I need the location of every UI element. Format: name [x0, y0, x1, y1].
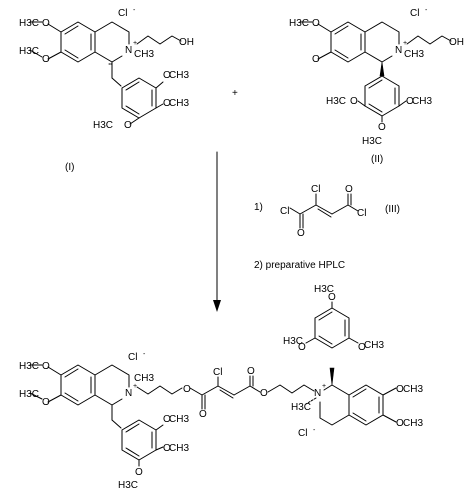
compound-I-number-label: (I): [65, 162, 74, 173]
product-oxygen-label: O: [396, 384, 404, 395]
product-methoxy-left-label: H3C: [291, 402, 311, 413]
product-nitrogen-label: N: [125, 388, 132, 399]
compound-II-oxygen-label: O: [312, 54, 320, 65]
compound-II-nitrogen-label: N: [395, 45, 402, 56]
product-n-methyl-label: CH3: [134, 373, 154, 384]
product-charge-label: +: [133, 383, 137, 390]
product-methoxy-right-label: CH3: [169, 443, 189, 454]
product-methoxy-left-label: H3C: [19, 389, 39, 400]
compound-II-hydroxyl-label: OH: [449, 37, 464, 48]
compound-II-methoxy-left-label: H3C: [326, 96, 346, 107]
product: H3C O O H3C N + CH3 O O Cl O O N + H3C O…: [19, 284, 423, 491]
product-counterion-charge-label: -: [313, 427, 316, 434]
compound-II-oxygen-label: O: [406, 96, 414, 107]
step1-number: 1): [254, 202, 263, 213]
product-methoxy-right-label: CH3: [403, 418, 423, 429]
compound-II-bonds: [299, 21, 452, 123]
product-counterion-label: Cl: [128, 352, 137, 363]
product-oxygen-label: O: [328, 292, 336, 303]
compound-I-methoxy-left-label: H3C: [19, 46, 39, 57]
product-methoxy-right-label: CH3: [403, 384, 423, 395]
product-oxygen-label: O: [135, 467, 143, 478]
compound-II-oxygen-label: O: [312, 18, 320, 29]
reaction-arrow: [213, 151, 221, 312]
step2-label: 2) preparative HPLC: [254, 260, 345, 271]
compound-I-hydroxyl-label: OH: [179, 37, 194, 48]
product-bonds: [29, 301, 397, 467]
product-nitrogen-label: N: [314, 388, 321, 399]
compound-II-methoxy-left-label: H3C: [289, 18, 309, 29]
product-oxygen-label: O: [163, 443, 171, 454]
compound-I-methoxy-left-label: H3C: [93, 120, 113, 131]
compound-II-counterion-label: Cl: [410, 8, 419, 19]
compound-I-oxygen-label: O: [42, 54, 50, 65]
compound-I-methoxy-left-label: H3C: [19, 18, 39, 29]
compound-II-n-methyl-label: CH3: [404, 49, 424, 60]
compound-I-bonds: [29, 21, 182, 125]
compound-II-methoxy-left-label: H3C: [362, 136, 382, 147]
product-oxygen-label: O: [358, 342, 366, 353]
product-counterion-charge-label: -: [143, 351, 146, 358]
product-charge-label: +: [322, 383, 326, 390]
product-counterion-label: Cl: [298, 428, 307, 439]
product-oxygen-label: O: [199, 409, 207, 420]
reagent-chlorine-label: Cl: [280, 206, 289, 217]
compound-I-oxygen-label: O: [42, 18, 50, 29]
compound-I-counterion-charge-label: -: [133, 7, 136, 14]
product-methoxy-left-label: H3C: [283, 336, 303, 347]
compound-II-oxygen-label: O: [350, 96, 358, 107]
product-methoxy-right-label: CH3: [169, 414, 189, 425]
product-oxygen-label: O: [42, 361, 50, 372]
product-methoxy-left-label: H3C: [118, 480, 138, 491]
compound-I-oxygen-label: O: [124, 120, 132, 131]
compound-II-charge-label: +: [403, 40, 407, 47]
product-chlorine-label: Cl: [213, 367, 222, 378]
product-oxygen-label: O: [298, 342, 306, 353]
product-oxygen-label: O: [396, 418, 404, 429]
reagent-oxygen-label: O: [297, 228, 305, 239]
compound-I-oxygen-label: O: [163, 70, 171, 81]
product-oxygen-label: O: [247, 366, 255, 377]
compound-I-methoxy-right-label: CH3: [169, 98, 189, 109]
compound-I-n-methyl-label: CH3: [134, 49, 154, 60]
reagent-chlorine-label: Cl: [357, 208, 366, 219]
product-oxygen-label: O: [183, 384, 191, 395]
compound-I-oxygen-label: O: [163, 98, 171, 109]
compound-II-number-label: (II): [371, 154, 383, 165]
reagent-oxygen-label: O: [345, 184, 353, 195]
reagent-III-number-label: (III): [385, 204, 400, 215]
compound-II: H3C O O N + CH3 OH H3C O O CH3 O H3C Cl …: [289, 7, 464, 165]
product-oxygen-label: O: [163, 414, 171, 425]
product-methoxy-left-label: H3C: [19, 361, 39, 372]
product-oxygen-label: O: [42, 397, 50, 408]
compound-II-counterion-charge-label: -: [425, 7, 428, 14]
reagent-III-bonds: [289, 193, 359, 229]
compound-II-oxygen-label: O: [378, 122, 386, 133]
reagent-chlorine-label: Cl: [311, 184, 320, 195]
compound-I: H3C O O H3C N + CH3 OH O CH3 O CH3 O H3C…: [19, 7, 194, 173]
product-oxygen-label: O: [260, 388, 268, 399]
product-methoxy-left-label: H3C: [314, 284, 334, 295]
compound-I-nitrogen-label: N: [125, 45, 132, 56]
compound-I-counterion-label: Cl: [118, 8, 127, 19]
compound-I-methoxy-right-label: CH3: [169, 70, 189, 81]
plus-sign: +: [232, 88, 238, 99]
reaction-conditions: 1) Cl O Cl O Cl (III) 2) preparative HPL…: [254, 184, 400, 271]
product-methoxy-right-label: CH3: [364, 340, 384, 351]
compound-II-methoxy-right-label: CH3: [412, 96, 432, 107]
compound-I-charge-label: +: [133, 40, 137, 47]
